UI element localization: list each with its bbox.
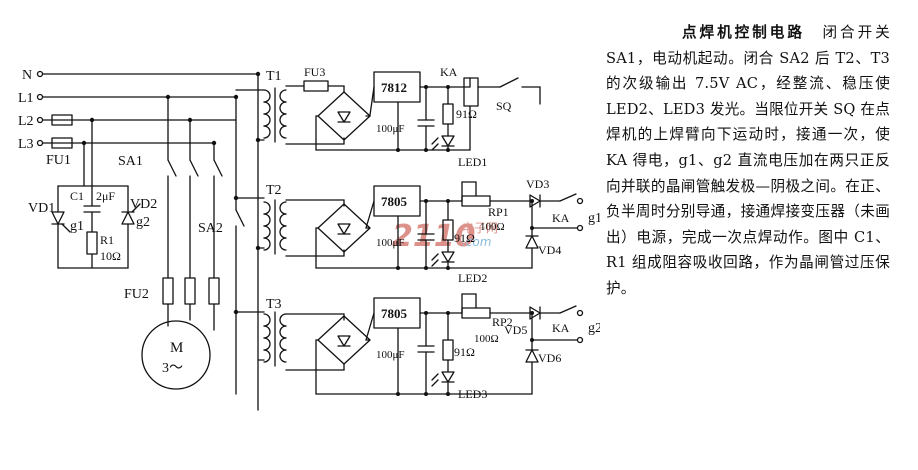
label-c1-value: 2μF: [96, 189, 115, 203]
line-label-l3: L3: [18, 137, 34, 152]
label-led3: LED3: [458, 387, 487, 401]
label-vd3: VD3: [526, 177, 549, 191]
label-r-t1: 91Ω: [456, 107, 477, 121]
label-sq: SQ: [496, 99, 512, 113]
transformer-2: [263, 199, 287, 255]
label-g2: g2: [588, 321, 600, 336]
label-r1: R1: [100, 233, 114, 247]
label-ka-coil: KA: [440, 65, 458, 79]
label-sa2: SA2: [198, 221, 223, 236]
stage-t3: [285, 293, 584, 396]
regulator-7805-a: 7805: [381, 194, 408, 209]
label-led2: LED2: [458, 271, 487, 285]
circuit-diagram: 2110 电子网 .com N L1 L2 L3 FU1: [18, 65, 600, 411]
label-rp1-value: 100Ω: [480, 221, 505, 233]
bridge-rectifier-3: [315, 315, 371, 365]
regulator-7812: 7812: [381, 80, 407, 95]
primary-bus: [233, 73, 265, 411]
label-fu3: FU3: [304, 65, 325, 79]
label-rp2-value: 100Ω: [474, 333, 499, 345]
label-vd2: VD2: [130, 197, 157, 212]
label-r1-value: 10Ω: [100, 249, 121, 263]
label-c-t2: 100μF: [376, 237, 405, 249]
snubber-network: [51, 119, 141, 269]
label-g2-snubber: g2: [136, 215, 150, 230]
stage-t1: [285, 71, 541, 152]
label-c1: C1: [70, 189, 84, 203]
motor-phase: 3～: [162, 361, 183, 376]
transformer-1: [263, 87, 287, 143]
label-t1: T1: [266, 69, 282, 84]
motor-branch: [141, 96, 223, 390]
label-c-t3: 100μF: [376, 349, 405, 361]
motor-label: M: [170, 340, 183, 356]
label-ka-3: KA: [552, 321, 570, 335]
svg-text:2110: 2110: [392, 219, 476, 254]
power-lines: [36, 70, 261, 149]
label-vd1: VD1: [28, 201, 55, 216]
description-title: 点焊机控制电路: [682, 24, 805, 41]
label-vd6: VD6: [538, 351, 561, 365]
label-rp1: RP1: [488, 205, 509, 219]
description-text: 点焊机控制电路 闭合开关 SA1，电动机起动。闭合 SA2 后 T2、T3 的次…: [606, 20, 890, 302]
label-r-t2: 91Ω: [454, 231, 475, 245]
description-body: 闭合开关 SA1，电动机起动。闭合 SA2 后 T2、T3 的次级输出 7.5V…: [606, 24, 890, 297]
stage-t2: [285, 181, 584, 270]
label-r-t3: 91Ω: [454, 345, 475, 359]
line-label-n: N: [22, 68, 32, 83]
transformers: [263, 87, 371, 395]
watermark-logo: 2110 电子网 .com: [392, 219, 498, 254]
line-label-l1: L1: [18, 91, 34, 106]
label-led1: LED1: [458, 155, 487, 169]
regulator-7805-b: 7805: [381, 306, 408, 321]
label-g1: g1: [588, 211, 600, 226]
transformer-3: [263, 311, 287, 367]
label-sa1: SA1: [118, 154, 143, 169]
svg-text:.com: .com: [462, 235, 491, 249]
bridge-rectifier-2: [315, 203, 371, 253]
label-vd5: VD5: [504, 323, 527, 337]
label-fu2: FU2: [124, 287, 149, 302]
label-g1-snubber: g1: [70, 219, 84, 234]
label-t2: T2: [266, 183, 282, 198]
label-t3: T3: [266, 297, 282, 312]
svg-text:电子网: 电子网: [462, 221, 498, 235]
line-label-l2: L2: [18, 114, 34, 129]
label-vd4: VD4: [538, 243, 561, 257]
label-ka-2: KA: [552, 211, 570, 225]
label-c-t1: 100μF: [376, 123, 405, 135]
fuse-label-fu1: FU1: [46, 153, 71, 168]
bridge-rectifier-1: [315, 91, 371, 141]
label-rp2: RP2: [492, 315, 513, 329]
